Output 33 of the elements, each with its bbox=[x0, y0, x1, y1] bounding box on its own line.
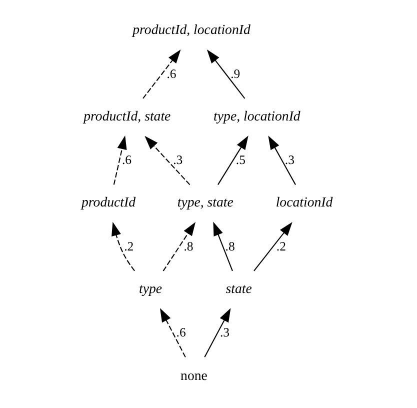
node-text: productId bbox=[82, 194, 136, 210]
arrow bbox=[218, 136, 248, 185]
node-text: type, state bbox=[177, 194, 234, 210]
arrow bbox=[162, 222, 196, 272]
edge-label: .8 bbox=[225, 239, 235, 254]
edge-label: .3 bbox=[173, 153, 183, 168]
arrow bbox=[254, 222, 292, 272]
edge-label: .5 bbox=[236, 153, 246, 168]
node-text: type, locationId bbox=[214, 108, 300, 124]
arrow bbox=[213, 222, 233, 272]
node-text: productId, state bbox=[84, 108, 171, 124]
arrow bbox=[142, 50, 181, 99]
node-text: locationId bbox=[276, 194, 333, 210]
node-text: none bbox=[180, 368, 208, 384]
arrow bbox=[144, 136, 190, 186]
arrow bbox=[204, 308, 231, 358]
edge-label: .6 bbox=[176, 326, 186, 340]
arrow bbox=[160, 308, 186, 358]
node-text: state bbox=[226, 280, 252, 296]
edge-label: .3 bbox=[220, 326, 230, 340]
arrow bbox=[113, 135, 127, 185]
node-text: type bbox=[139, 280, 162, 296]
edge-label: .6 bbox=[166, 66, 176, 81]
edge-label: .2 bbox=[276, 239, 286, 254]
arrow bbox=[112, 222, 135, 272]
arrow bbox=[206, 50, 246, 99]
edge-label: .2 bbox=[124, 239, 134, 254]
arrow bbox=[268, 136, 296, 185]
edge-label: .9 bbox=[230, 66, 240, 81]
edge-label: .8 bbox=[184, 239, 194, 254]
edge-label: .6 bbox=[122, 153, 132, 168]
node-text: productId, locationId bbox=[132, 22, 250, 38]
edge-label: .3 bbox=[284, 153, 294, 168]
